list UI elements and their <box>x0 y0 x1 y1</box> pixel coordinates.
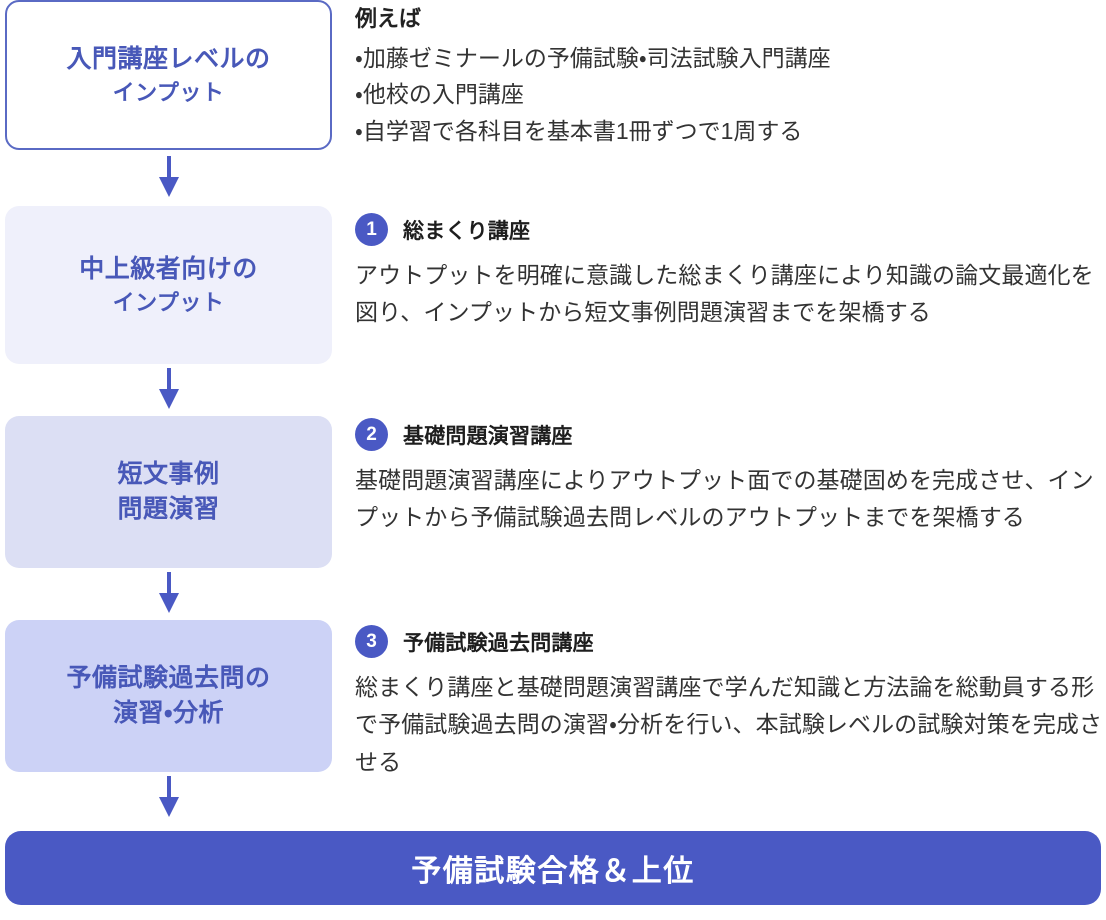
example-block: 例えば ・加藤ゼミナールの予備試験・司法試験入門講座 ・他校の入門講座 ・自学習… <box>355 0 1103 149</box>
stage-box-intro-input: 入門講座レベルの インプット <box>5 0 332 150</box>
step-block-3: 3 予備試験過去問講座 総まくり講座と基礎問題演習講座で学んだ知識と方法論を総動… <box>355 625 1103 781</box>
step-title: 予備試験過去問講座 <box>403 631 594 655</box>
flow-column: 入門講座レベルの インプット 中上級者向けの インプット 短文事例 問題演習 <box>5 0 332 824</box>
stage-line-secondary: インプット <box>112 80 225 106</box>
arrow-down-icon <box>158 572 179 613</box>
step-block-1: 1 総まくり講座 アウトプットを明確に意識した総まくり講座により知識の論文最適化… <box>355 213 1103 332</box>
step-header: 1 総まくり講座 <box>355 213 1103 246</box>
stage-box-past-exam-practice: 予備試験過去問の 演習・分析 <box>5 620 332 772</box>
step-header: 2 基礎問題演習講座 <box>355 418 1103 451</box>
step-number-badge: 3 <box>355 625 388 658</box>
step-body: 総まくり講座と基礎問題演習講座で学んだ知識と方法論を総動員する形で予備試験過去問… <box>355 674 1103 775</box>
step-title: 総まくり講座 <box>403 219 531 243</box>
arrow-down-icon <box>158 368 179 409</box>
stage-line-secondary: 問題演習 <box>117 495 220 523</box>
list-item: ・自学習で各科目を基本書1冊ずつで1周する <box>355 117 803 144</box>
step-block-2: 2 基礎問題演習講座 基礎問題演習講座によりアウトプット面での基礎固めを完成させ… <box>355 418 1103 537</box>
flow-connector-4 <box>5 772 332 824</box>
detail-column: 例えば ・加藤ゼミナールの予備試験・司法試験入門講座 ・他校の入門講座 ・自学習… <box>355 0 1103 775</box>
stage-line-secondary: インプット <box>112 290 225 316</box>
flow-connector-1 <box>5 150 332 206</box>
step-number-badge: 2 <box>355 418 388 451</box>
stage-box-intermediate-input: 中上級者向けの インプット <box>5 206 332 364</box>
stage-box-short-case-practice: 短文事例 問題演習 <box>5 416 332 568</box>
flow-connector-2 <box>5 364 332 416</box>
example-title: 例えば <box>355 6 422 31</box>
stage-line-primary: 短文事例 <box>117 459 220 488</box>
example-list: ・加藤ゼミナールの予備試験・司法試験入門講座 ・他校の入門講座 ・自学習で各科目… <box>355 40 1103 149</box>
list-item: ・加藤ゼミナールの予備試験・司法試験入門講座 <box>355 45 831 71</box>
step-header: 3 予備試験過去問講座 <box>355 625 1103 658</box>
step-number-badge: 1 <box>355 213 388 246</box>
step-body: アウトプットを明確に意識した総まくり講座により知識の論文最適化を図り、インプット… <box>355 262 1094 326</box>
stage-line-primary: 中上級者向けの <box>79 254 258 283</box>
arrow-down-icon <box>158 776 179 817</box>
step-title: 基礎問題演習講座 <box>403 424 573 448</box>
stage-line-secondary: 演習・分析 <box>112 699 224 727</box>
stage-line-primary: 入門講座レベルの <box>66 44 271 73</box>
goal-banner: 予備試験合格＆上位 <box>5 831 1101 905</box>
flow-connector-3 <box>5 568 332 620</box>
list-item: ・他校の入門講座 <box>355 81 524 108</box>
step-body: 基礎問題演習講座によりアウトプット面での基礎固めを完成させ、インプットから予備試… <box>355 467 1094 531</box>
stage-line-primary: 予備試験過去問の <box>66 663 271 692</box>
arrow-down-icon <box>158 156 179 197</box>
